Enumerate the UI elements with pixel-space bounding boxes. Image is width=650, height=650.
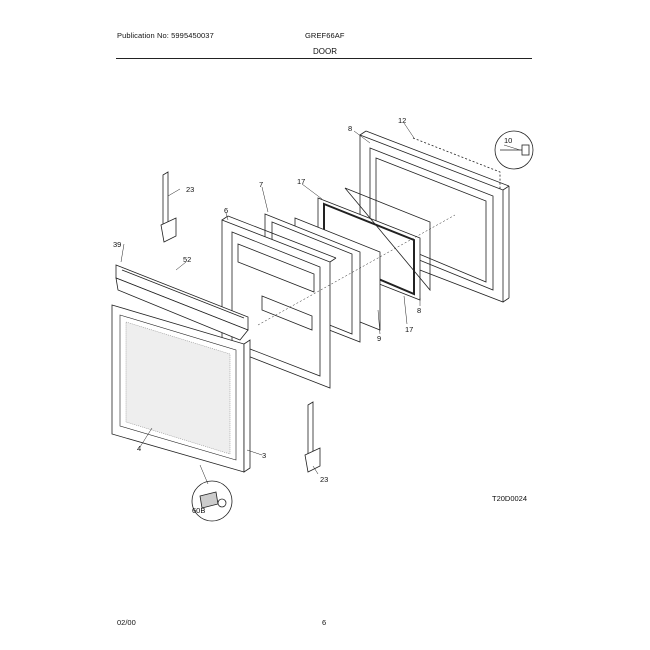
callout-17: 17 [297,177,305,186]
diagram-code: T20D0024 [492,494,528,503]
callout-6: 6 [224,206,228,215]
hinge-bottom [304,401,321,473]
callout-23: 23 [320,475,328,484]
publication-number: Publication No: 5995450037 [117,31,214,40]
screw-detail [494,130,534,170]
footer-date: 02/00 [117,618,136,627]
page-number: 6 [322,618,327,627]
callout-4: 4 [137,444,141,453]
callout-39: 39 [113,240,121,249]
model-number: GREF66AF [305,31,345,40]
callout-9: 9 [377,334,381,343]
header-rule [116,58,532,59]
callout-23: 23 [186,185,194,194]
door-seal [412,137,501,190]
callout-3: 3 [262,451,266,460]
fastener-detail [191,480,233,522]
callout-8: 8 [348,124,352,133]
door-handle [115,264,249,341]
callout-12: 12 [398,116,406,125]
section-title: DOOR [313,47,337,56]
hinge-top [160,171,177,243]
callout-60B: 60B [192,506,205,515]
callout-8: 8 [417,306,421,315]
alignment-line [257,214,456,326]
callout-17: 17 [405,325,413,334]
callout-7: 7 [259,180,263,189]
outer-door-panel [111,304,251,473]
callout-52: 52 [183,255,191,264]
callout-10: 10 [504,136,512,145]
leader-lines [120,122,521,485]
